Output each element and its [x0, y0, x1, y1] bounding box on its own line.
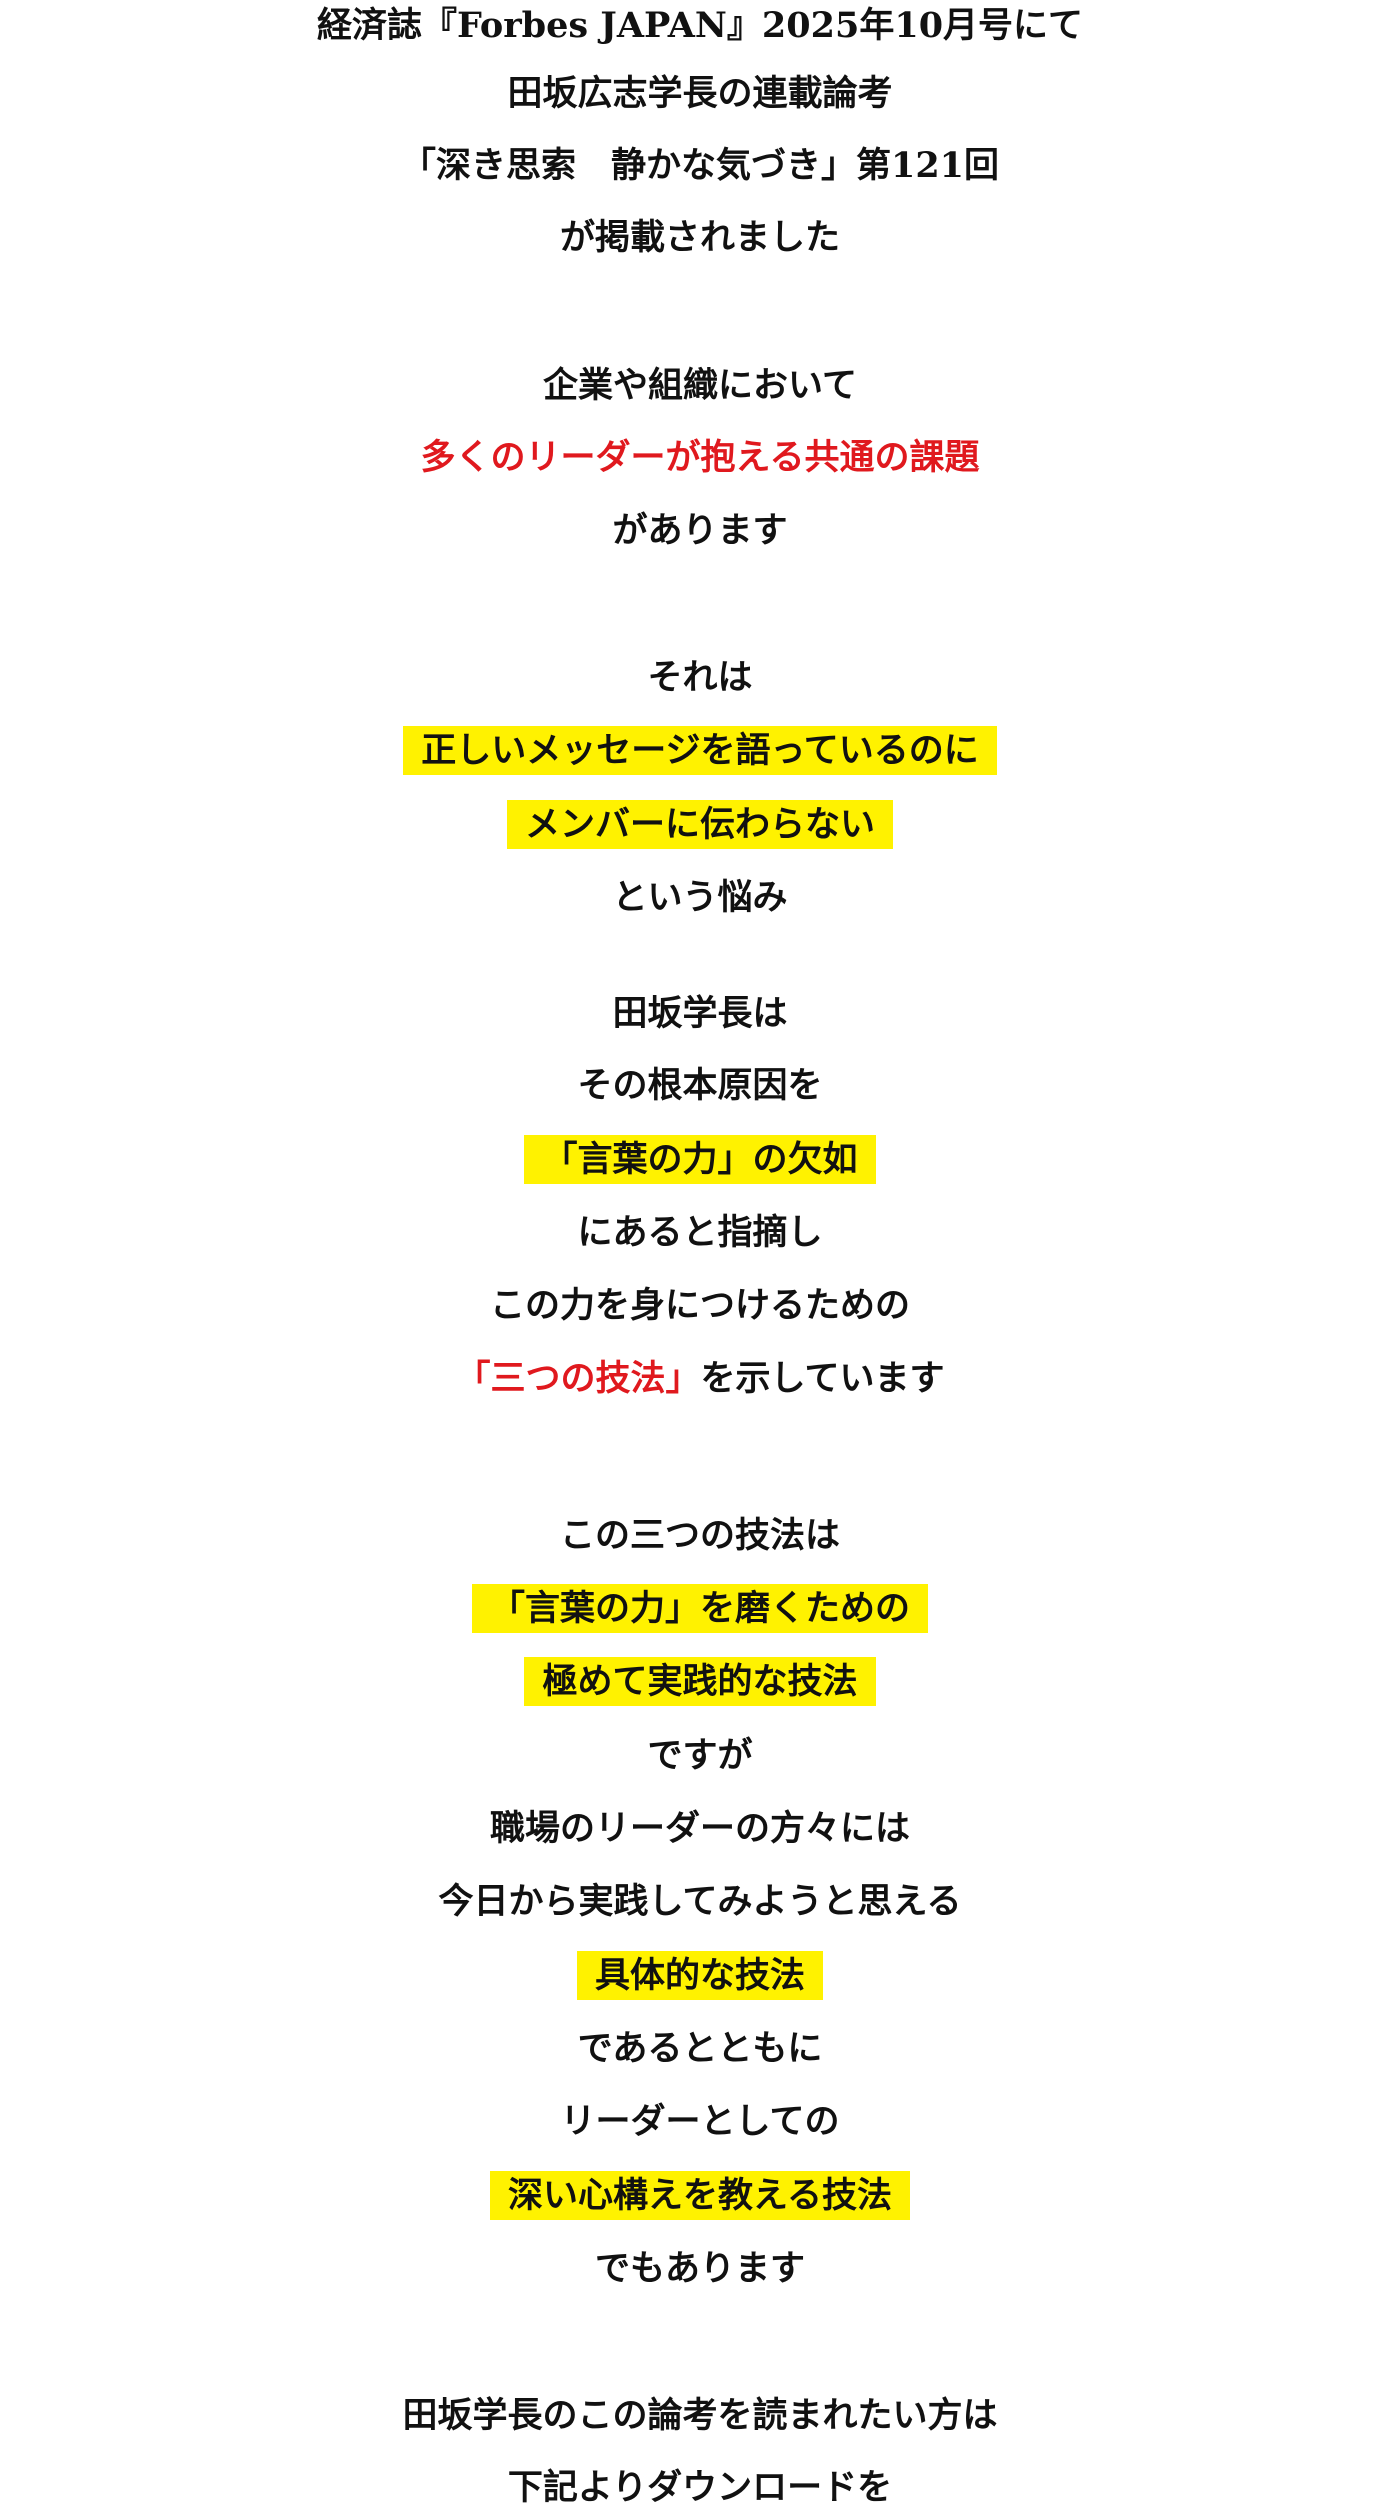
highlight-practical-technique: 極めて実践的な技法 — [524, 1657, 876, 1706]
highlight-line-not-conveyed: メンバーに伝わらない — [0, 799, 1400, 851]
worry-line: という悩み — [612, 877, 788, 918]
context-line-2: があります — [612, 510, 788, 551]
leaders-line: 職場のリーダーの方々には — [489, 1808, 910, 1849]
download-line: 下記よりダウンロードを — [507, 2467, 893, 2508]
root-cause-line: その根本原因を — [577, 1065, 823, 1106]
also-line: でもあります — [594, 2248, 805, 2289]
as-leader-line: リーダーとしての — [560, 2101, 840, 2142]
pointed-out-line: にあると指摘し — [577, 1212, 823, 1253]
context-line: 企業や組織において — [543, 365, 857, 406]
read-article-line: 田坂学長のこの論考を読まれたい方は — [402, 2395, 998, 2436]
column-name-line: 「深き思索 静かな気づき」第121回 — [400, 145, 1000, 186]
three-techniques-line: 「三つの技法」を示しています — [0, 1353, 1400, 1405]
highlight-message: 正しいメッセージを語っているのに — [403, 726, 997, 775]
intro-line: それは — [647, 657, 753, 698]
highlight-lack-of-words: 「言葉の力」の欠如 — [524, 1135, 876, 1184]
president-line: 田坂学長は — [612, 993, 788, 1034]
desuga-line: ですが — [647, 1735, 753, 1776]
acquire-line: この力を身につけるための — [489, 1285, 910, 1326]
highlight-line-message: 正しいメッセージを語っているのに — [0, 725, 1400, 777]
highlight-line-practical: 極めて実践的な技法 — [0, 1656, 1400, 1708]
series-title-line: 田坂広志学長の連載論考 — [507, 73, 893, 114]
common-issue-line: 多くのリーダーが抱える共通の課題 — [420, 437, 980, 478]
three-techniques-rest: を示しています — [700, 1358, 945, 1399]
issue-announcement-line: 経済誌『Forbes JAPAN』2025年10月号にて — [316, 5, 1084, 46]
highlight-mindset-technique: 深い心構えを教える技法 — [490, 2171, 910, 2220]
highlight-line-polish: 「言葉の力」を磨くための — [0, 1583, 1400, 1635]
highlight-not-conveyed: メンバーに伝わらない — [506, 800, 893, 849]
highlight-polish-words: 「言葉の力」を磨くための — [471, 1584, 928, 1633]
highlight-line-concrete: 具体的な技法 — [0, 1950, 1400, 2002]
techniques-intro-line: この三つの技法は — [559, 1515, 840, 1556]
practice-today-line: 今日から実践してみようと思える — [438, 1881, 962, 1922]
published-line: が掲載されました — [559, 217, 840, 258]
highlight-concrete-technique: 具体的な技法 — [576, 1951, 823, 2000]
highlight-line-mindset: 深い心構えを教える技法 — [0, 2170, 1400, 2222]
three-techniques-red: 「三つの技法」 — [455, 1358, 701, 1399]
as-well-line: であるとともに — [577, 2028, 823, 2069]
highlight-line-power-of-words: 「言葉の力」の欠如 — [0, 1134, 1400, 1186]
